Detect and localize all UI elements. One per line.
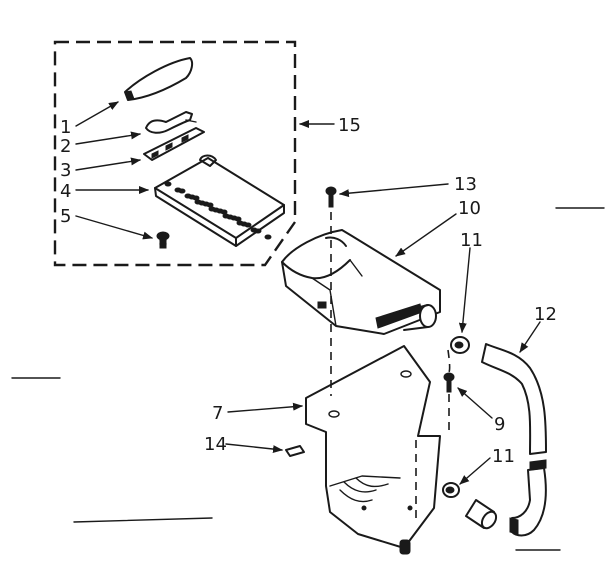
leader-14 bbox=[225, 443, 283, 454]
leader-11-lower bbox=[459, 457, 491, 485]
scan-mark-3 bbox=[73, 517, 213, 523]
leader-1 bbox=[75, 101, 119, 127]
grate-hole bbox=[174, 187, 182, 193]
grate-hole bbox=[264, 234, 272, 240]
callout-12: 12 bbox=[534, 304, 557, 325]
callout-3: 3 bbox=[60, 160, 71, 181]
kit-group-box bbox=[53, 40, 297, 267]
callout-5: 5 bbox=[60, 206, 71, 227]
grate-hole bbox=[184, 193, 192, 199]
part-11-clamp-upper bbox=[450, 336, 470, 354]
callout-2: 2 bbox=[60, 136, 71, 157]
part-3-slide bbox=[143, 127, 205, 161]
grate-hole bbox=[250, 227, 258, 233]
callout-9: 9 bbox=[494, 414, 505, 435]
callout-10: 10 bbox=[458, 198, 481, 219]
part-4-grate bbox=[154, 154, 285, 247]
part-1-cover bbox=[124, 57, 194, 101]
grate-hole bbox=[164, 181, 172, 187]
leader-9 bbox=[457, 387, 493, 419]
part-5-screw bbox=[156, 231, 170, 249]
leader-2 bbox=[75, 131, 141, 145]
callout-7: 7 bbox=[212, 403, 223, 424]
part-9-screw bbox=[443, 372, 455, 393]
grate-hole bbox=[208, 206, 216, 212]
part-10-manifold bbox=[281, 229, 441, 335]
alignment-line-hose bbox=[447, 349, 451, 373]
leader-5 bbox=[75, 215, 153, 240]
leader-10 bbox=[395, 213, 457, 257]
callout-14: 14 bbox=[204, 434, 227, 455]
leader-12 bbox=[519, 321, 541, 353]
grate-hole bbox=[222, 213, 230, 219]
leader-11-upper bbox=[458, 247, 471, 333]
grate-holes bbox=[164, 181, 272, 240]
part-2-clip bbox=[145, 111, 197, 134]
callout-4: 4 bbox=[60, 181, 71, 202]
connector-tube bbox=[465, 499, 498, 530]
part-14-tab bbox=[285, 445, 305, 457]
callout-15: 15 bbox=[338, 115, 361, 136]
grate-hole bbox=[194, 199, 202, 205]
leader-7 bbox=[227, 402, 303, 413]
callout-1: 1 bbox=[60, 117, 71, 138]
part-7-bracket bbox=[305, 345, 441, 555]
leader-13 bbox=[339, 183, 449, 198]
leader-3 bbox=[75, 157, 141, 171]
part-12-hose bbox=[481, 343, 547, 537]
part-13-screw bbox=[325, 186, 337, 208]
grate-hole bbox=[236, 220, 244, 226]
callout-11-lower: 11 bbox=[492, 446, 515, 467]
callout-11-upper: 11 bbox=[460, 230, 483, 251]
part-11-clamp-lower bbox=[442, 482, 460, 498]
callout-13: 13 bbox=[454, 174, 477, 195]
